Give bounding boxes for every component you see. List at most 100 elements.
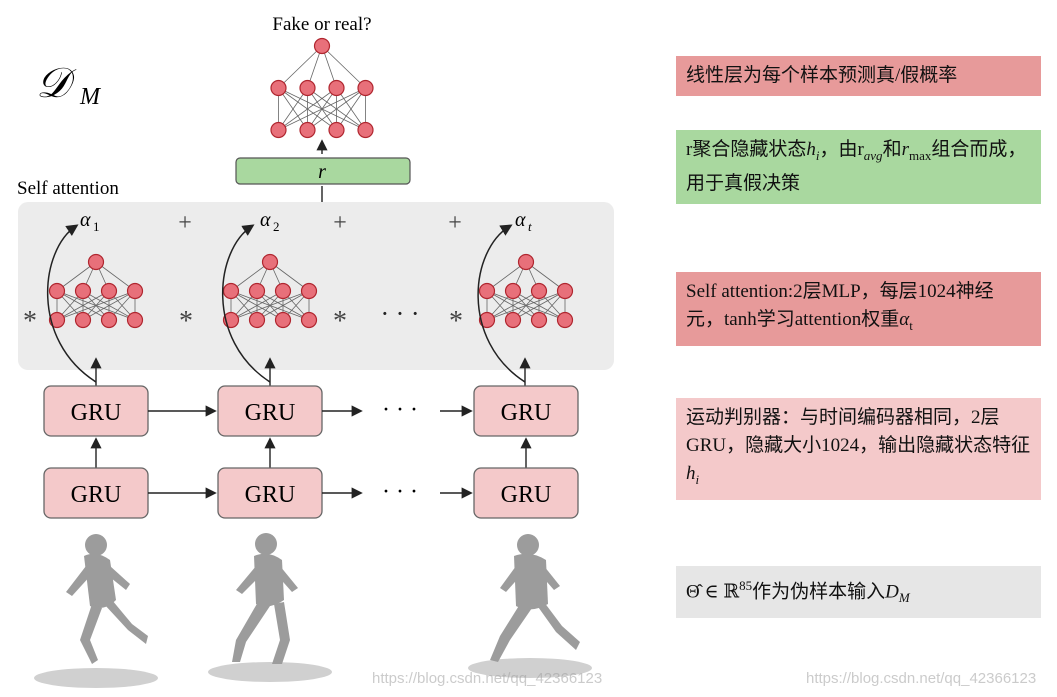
mlp-edge: [278, 87, 366, 131]
mlp-edge: [230, 290, 310, 321]
human-figure-1: [34, 534, 158, 688]
mlp-edge: [269, 261, 310, 292]
mlp-node: [74, 311, 92, 329]
watermark-left: https://blog.csdn.net/qq_42366123: [372, 670, 603, 687]
mlp-edge: [256, 290, 310, 321]
gru-top-t: [473, 385, 579, 437]
gru-bottom-1-label: GRU: [71, 482, 122, 508]
mlp-edge: [278, 45, 323, 89]
note-fake-in: ∈: [699, 581, 724, 603]
mlp-edge: [525, 261, 566, 292]
mlp-edge: [82, 290, 136, 321]
mlp-edge: [278, 87, 337, 131]
note-r-r: r: [901, 139, 909, 160]
mlp-edge: [56, 261, 97, 292]
mlp-node: [478, 282, 496, 300]
attention-dots: · · ·: [381, 299, 420, 328]
mlp-node: [48, 311, 66, 329]
mlp-edge: [486, 290, 566, 321]
gru-bottom-dots: · · ·: [382, 479, 418, 505]
mlp-edge: [56, 290, 136, 321]
note-r-max: max: [908, 147, 932, 163]
title-subscript: M: [79, 84, 102, 110]
alpha-1: α: [80, 209, 91, 231]
note-fake-D-sub: M: [898, 590, 910, 606]
mlp-node: [274, 282, 292, 300]
mlp-node: [100, 282, 118, 300]
note-fake-R: ℝ: [723, 581, 740, 603]
alpha-t: α: [515, 209, 526, 231]
mlp-node: [48, 282, 66, 300]
gru-top-t-label: GRU: [501, 400, 552, 426]
note-self-attention: Self attention:2层MLP，每层1024神经元，tanh学习att…: [676, 272, 1041, 346]
alpha-2: α: [260, 209, 271, 231]
note-r-avg: avg: [863, 147, 883, 163]
plus-3: +: [448, 210, 462, 236]
star-1: *: [23, 306, 37, 337]
note-attention-alpha: α: [899, 309, 910, 330]
mlp-node: [357, 121, 374, 139]
mlp-edge: [307, 87, 366, 131]
mlp-edge: [321, 45, 366, 89]
mlp-edge: [336, 87, 366, 131]
note-r-h-sub: i: [815, 147, 820, 163]
note-r-text-c: 和: [882, 139, 902, 160]
alpha-t-sub: t: [528, 219, 532, 234]
note-attention-text: Self attention:2层MLP，每层1024神经元，tanh学习att…: [686, 281, 994, 330]
note-attention-alpha-sub: t: [909, 317, 913, 333]
note-r-text-d: 组合而成，用于真假决策: [686, 139, 1027, 194]
mlp-node: [261, 253, 279, 271]
mlp-edge: [486, 290, 540, 321]
note-linear-layer-text: 线性层为每个样本预测真/假概率: [686, 65, 958, 86]
star-4: *: [449, 306, 463, 337]
watermark-right: https://blog.csdn.net/qq_42366123: [806, 670, 1037, 687]
gru-top-1-label: GRU: [71, 400, 122, 426]
mlp-node: [248, 311, 266, 329]
human-figure-3: [468, 534, 592, 678]
mlp-edge: [230, 290, 284, 321]
r-label: r: [318, 161, 326, 183]
mlp-node: [517, 253, 535, 271]
gru-top-2-label: GRU: [245, 400, 296, 426]
human-figure-2: [208, 533, 332, 682]
mlp-node: [300, 282, 318, 300]
gru-bottom-t-label: GRU: [501, 482, 552, 508]
alpha-2-sub: 2: [273, 219, 280, 234]
note-r-text-a: r聚合隐藏状态: [686, 139, 807, 160]
mlp-edge: [278, 87, 308, 131]
mlp-node: [530, 282, 548, 300]
mlp-node: [300, 311, 318, 329]
mlp-node: [504, 311, 522, 329]
gru-bottom-t: [473, 467, 579, 519]
r-box: [235, 157, 411, 185]
alpha-1-sub: 1: [93, 219, 100, 234]
mlp-edge: [230, 261, 271, 292]
note-motion-text: 运动判别器：与时间编码器相同，2层GRU，隐藏大小1024，输出隐藏状态特征: [686, 407, 1031, 456]
mlp-node: [328, 121, 345, 139]
mlp-node: [299, 121, 316, 139]
mlp-node: [478, 311, 496, 329]
output-mlp: [270, 37, 374, 139]
gru-bottom-2-label: GRU: [245, 482, 296, 508]
mlp-node: [126, 282, 144, 300]
note-fake-input: Θ̂ ∈ ℝ85作为伪样本输入DM: [676, 566, 1041, 619]
plus-2: +: [333, 210, 347, 236]
plus-1: +: [178, 210, 192, 236]
note-fake-theta: Θ̂: [686, 581, 700, 603]
note-linear-layer: 线性层为每个样本预测真/假概率: [676, 56, 1041, 96]
mlp-node: [299, 79, 316, 97]
mlp-node: [274, 311, 292, 329]
mlp-node: [556, 311, 574, 329]
mlp-node: [87, 253, 105, 271]
mlp-edge: [95, 261, 136, 292]
discriminator-diagram: 𝒟 M Fake or real? Self attention r α 1 α…: [17, 14, 614, 688]
mlp-node: [100, 311, 118, 329]
note-r-h: h: [806, 139, 816, 160]
mlp-node: [328, 79, 345, 97]
mlp-node: [313, 37, 331, 55]
star-2: *: [179, 306, 193, 337]
attention-mlp-t: [478, 253, 574, 329]
note-fake-sup: 85: [739, 578, 753, 593]
mlp-node: [270, 121, 287, 139]
note-r-text-b: ，由r: [819, 139, 864, 160]
